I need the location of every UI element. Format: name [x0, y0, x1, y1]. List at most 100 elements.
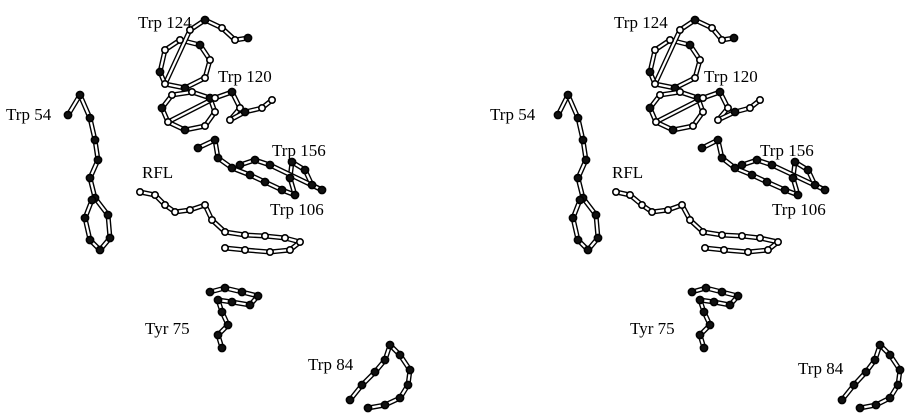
atom: [723, 104, 732, 113]
tyr75-molecule: [687, 283, 743, 353]
atom: [253, 291, 263, 301]
atom: [226, 116, 235, 125]
atom: [95, 245, 105, 255]
atom: [90, 135, 100, 145]
atom: [213, 330, 223, 340]
atom: [790, 157, 800, 167]
bond-fill: [243, 248, 272, 254]
atom: [715, 87, 725, 97]
atom: [698, 228, 707, 237]
atom: [395, 393, 405, 403]
atom: [699, 307, 709, 317]
atom: [870, 355, 880, 365]
atom: [803, 165, 813, 175]
atom: [87, 195, 97, 205]
atom: [75, 90, 85, 100]
atom: [677, 201, 686, 210]
atom: [568, 213, 578, 223]
atom: [593, 233, 603, 243]
atom: [186, 25, 195, 34]
atom: [188, 88, 197, 97]
atom: [241, 246, 250, 255]
atom: [745, 104, 754, 113]
bond-fill: [722, 248, 750, 254]
rfl-molecule: [611, 188, 782, 257]
label-trp120: Trp 120: [704, 67, 758, 86]
atom: [395, 350, 405, 360]
label-trp106: Trp 106: [772, 200, 826, 219]
bond-fill: [654, 96, 705, 124]
atom: [240, 107, 250, 117]
atom: [730, 107, 740, 117]
trp120-molecule: [645, 87, 764, 135]
atom: [611, 188, 620, 197]
atom: [370, 367, 380, 377]
atom: [285, 246, 294, 255]
atom: [793, 190, 803, 200]
atom: [200, 15, 210, 25]
atom: [893, 380, 903, 390]
atom: [168, 91, 177, 100]
atom: [213, 295, 223, 305]
atom: [755, 234, 764, 243]
atom: [186, 206, 195, 215]
atom: [85, 173, 95, 183]
label-trp124: Trp 124: [138, 13, 192, 32]
atom: [553, 110, 563, 120]
label-trp120: Trp 120: [218, 67, 272, 86]
atom: [157, 103, 167, 113]
atom: [201, 201, 210, 210]
label-rfl: RFL: [612, 163, 643, 182]
tyr75-molecule: [205, 283, 263, 353]
atom: [743, 248, 752, 257]
atom: [573, 113, 583, 123]
atom: [300, 165, 310, 175]
atom: [701, 283, 711, 293]
atom: [63, 110, 73, 120]
atom: [136, 188, 145, 197]
atom: [755, 96, 764, 105]
atom: [201, 74, 210, 83]
atom: [231, 35, 240, 44]
label-tyr75: Tyr 75: [630, 319, 675, 338]
atom: [695, 295, 705, 305]
atom: [647, 208, 656, 217]
stereo-panel-right: Trp 124 Trp 120 Trp 54 Trp 156 RFL Trp 1…: [490, 13, 905, 413]
atom: [403, 380, 413, 390]
bond-fill: [163, 28, 192, 86]
trp124-molecule: [155, 15, 253, 93]
atom: [85, 113, 95, 123]
atom: [788, 173, 798, 183]
atom: [855, 403, 865, 413]
atom: [685, 40, 695, 50]
trp156-trp106-molecule: [193, 135, 327, 200]
rfl-molecule: [136, 188, 304, 257]
atom: [655, 91, 664, 100]
atom: [717, 35, 726, 44]
atom: [625, 191, 634, 200]
trp54-molecule: [553, 90, 603, 255]
atom: [668, 125, 678, 135]
atom: [380, 355, 390, 365]
atom: [849, 380, 859, 390]
atom: [573, 173, 583, 183]
atom: [895, 365, 905, 375]
atom: [700, 244, 709, 253]
atom: [221, 228, 230, 237]
atom: [151, 191, 160, 200]
trp124-molecule: [645, 15, 739, 93]
atom: [93, 155, 103, 165]
atom: [651, 118, 660, 127]
atom: [155, 67, 165, 77]
atom: [573, 235, 583, 245]
atom: [85, 235, 95, 245]
atom: [733, 291, 743, 301]
atom: [581, 155, 591, 165]
atom: [780, 185, 790, 195]
atom: [578, 135, 588, 145]
label-trp106: Trp 106: [270, 200, 324, 219]
atom: [235, 160, 245, 170]
atom: [563, 90, 573, 100]
atom: [645, 103, 655, 113]
label-trp156: Trp 156: [760, 141, 814, 160]
